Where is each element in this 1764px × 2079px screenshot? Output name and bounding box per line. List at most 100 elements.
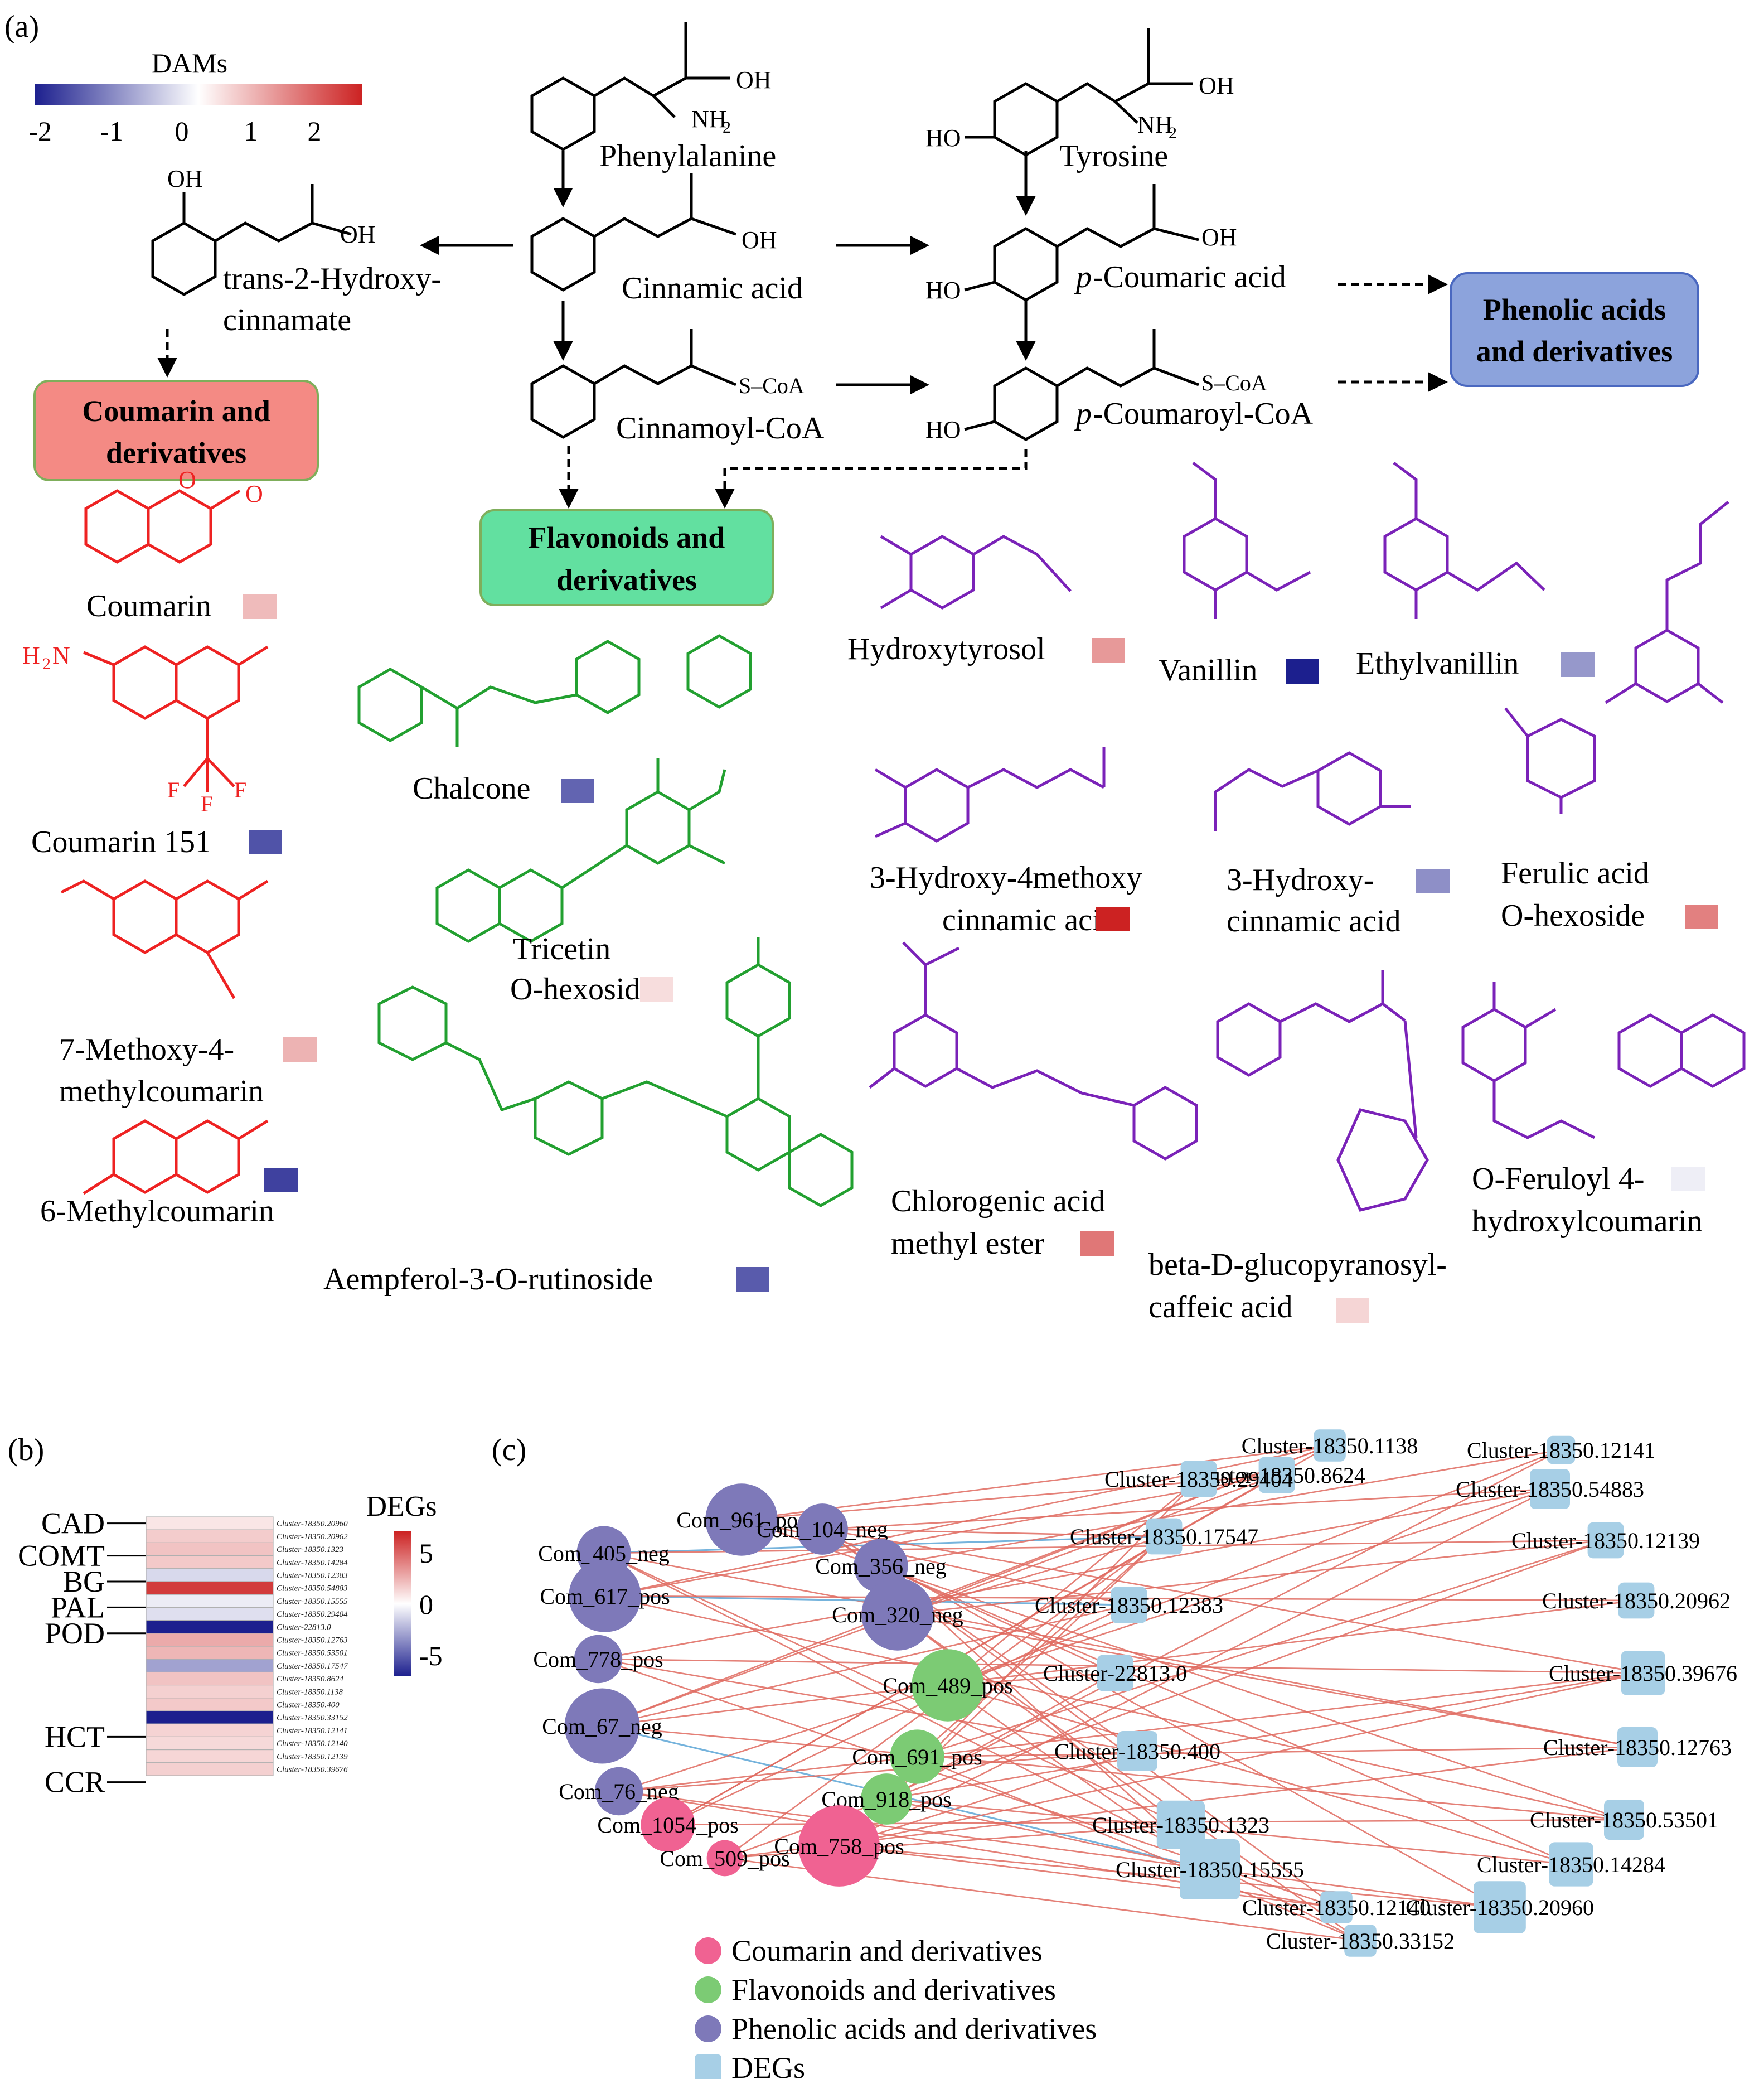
methoxy-methylcoumarin-label-2: methylcoumarin [59,1074,264,1109]
heatmap-cell [146,1659,274,1672]
deg-node-label: Cluster-18350.53501 [1530,1807,1718,1833]
class-box-phenolic: Phenolic acids and derivatives [1450,272,1699,387]
legend-marker [695,1937,721,1964]
atom-sub: 2 [42,655,51,673]
heatmap-cell [146,1529,274,1543]
heatmap-row-label: Cluster-18350.12139 [277,1752,348,1761]
tyrosine-label: Tyrosine [1059,139,1168,173]
heatmap-row-label: Cluster-18350.15555 [277,1597,348,1606]
panel-c-label: (c) [492,1433,526,1467]
class-flavonoid-1: Flavonoids and [529,521,725,554]
hydroxy-methoxycinnamic-label-1: 3-Hydroxy-4methoxy [870,860,1142,895]
hydroxycinnamic-label-1: 3-Hydroxy- [1227,863,1374,897]
panel-a-label: (a) [4,9,39,44]
hydroxycinnamate-label-1: trans-2-Hydroxy- [223,262,442,296]
coumarin-label: Coumarin [86,589,211,623]
dams-tick: 0 [175,115,189,147]
deg-node-label: Cluster-18350.12763 [1543,1735,1732,1760]
methylcoumarin-label: 6-Methylcoumarin [40,1194,274,1229]
dams-legend-title: DAMs [152,47,227,79]
deg-node-label: Cluster-18350.14284 [1477,1852,1665,1877]
deg-node-label: Cluster-18350.1323 [1092,1812,1269,1838]
heatmap-row-label: Cluster-18350.29404 [277,1610,348,1619]
network-edge [822,1528,1165,1538]
heatmap-cell [146,1736,274,1751]
pathway-labels: Phenylalanine Tyrosine Cinnamic acid p -… [223,139,1314,446]
heatmap-row-label: Cluster-18350.54883 [277,1584,348,1593]
deg-node-label: Cluster-18350.29404 [1104,1467,1293,1492]
cinnamoyl-coa-label: Cinnamoyl-CoA [616,411,825,446]
deg-node [1604,1800,1644,1840]
network-edge [897,1535,1165,1616]
metabolite-node [861,1773,912,1825]
heatmap-cell [146,1698,274,1711]
phenolic-compounds: Hydroxytyrosol Vanillin Ethylvanillin 3-… [847,462,1746,1324]
degs-colorbar [394,1531,411,1676]
hydroxycinnamic-label-2: cinnamic acid [1227,904,1401,939]
heatmap-cell [146,1620,274,1634]
gene-label: POD [45,1617,105,1650]
metabolite-node [594,1767,643,1816]
deg-node [1146,1518,1183,1555]
tyrosine-structure [993,82,1059,157]
coumarin-structure [84,489,241,564]
legend-label: Coumarin and derivatives [731,1934,1043,1967]
network-edge [880,1565,1116,1674]
kaempferol-rutinoside-label: Aempferol-3-O-rutinoside [323,1262,653,1297]
panel-b-label: (b) [8,1433,44,1467]
deg-node [1617,1727,1658,1767]
p-coumaric-structure [993,227,1059,302]
metabolite-node-label: Com_489_pos [883,1673,1012,1698]
heatmap-row-label: Cluster-18350.17547 [277,1662,348,1671]
p-coumaroyl-prefix: p [1074,397,1092,431]
atom-oh: OH [1201,224,1237,251]
deg-node-label: Cluster-18350.1138 [1242,1433,1418,1458]
chlorogenic-ester-label-1: Chlorogenic acid [891,1184,1105,1219]
hydroxy-methoxycinnamic-dam-swatch [1096,907,1130,931]
legend-label: Flavonoids and derivatives [731,1973,1056,2007]
network-edge [839,1845,1500,1908]
metabolite-node [574,1635,623,1684]
class-coumarin-2: derivatives [106,436,246,470]
deg-node [1530,1469,1570,1509]
network-edge [880,1565,1572,1865]
legend-marker [695,2015,721,2042]
network-edge [917,1539,1606,1758]
glucopyranosyl-caffeic-label-1: beta-D-glucopyranosyl- [1148,1248,1447,1282]
network-edge [667,1604,1130,1826]
atom-h2n: H [22,642,40,669]
heatmap-row-label: Cluster-18350.400 [277,1701,340,1710]
chalcone-label: Chalcone [413,771,530,806]
chlorogenic-ester-label-2: methyl ester [891,1226,1045,1261]
heatmap-cell [146,1749,274,1763]
hydroxycinnamic-dam-swatch [1416,869,1450,893]
deg-node-label: Cluster-18350.54883 [1456,1477,1644,1502]
heatmap-cell [146,1581,274,1595]
metabolite-node-label: Com_356_neg [815,1554,947,1579]
metabolite-node-label: Com_320_neg [832,1602,963,1627]
tricetin-label-1: Tricetin [513,932,610,966]
legend-label: Phenolic acids and derivatives [731,2012,1097,2046]
heatmap-cell [146,1762,274,1776]
class-flavonoid-2: derivatives [556,563,697,597]
heatmap-cell [146,1633,274,1647]
hydroxytyrosol-dam-swatch [1092,638,1125,663]
gene-label: COMT [18,1539,105,1573]
dams-legend: DAMs -2 -1 0 1 2 [28,47,362,147]
phenylalanine-label: Phenylalanine [599,139,776,173]
atom-scoa: S–CoA [739,373,805,398]
metabolite-node [890,1729,944,1784]
dams-tick: 2 [308,115,322,147]
degs-legend: DEGs 5 0 -5 [366,1491,443,1676]
panel-c: (c) Cluster-18350.1138Cluster-18350.8624… [492,1429,1737,2079]
network-edge [947,1449,1562,1686]
network-edge [947,1478,1199,1686]
network-edge [618,1488,1550,1792]
network-edge [886,1672,1644,1800]
metabolite-node [797,1503,848,1555]
atom-f: F [234,777,246,802]
ferulic-hexoside-dam-swatch [1685,905,1718,929]
methoxy-methylcoumarin-structure [60,879,269,999]
deg-node [1549,1842,1593,1887]
